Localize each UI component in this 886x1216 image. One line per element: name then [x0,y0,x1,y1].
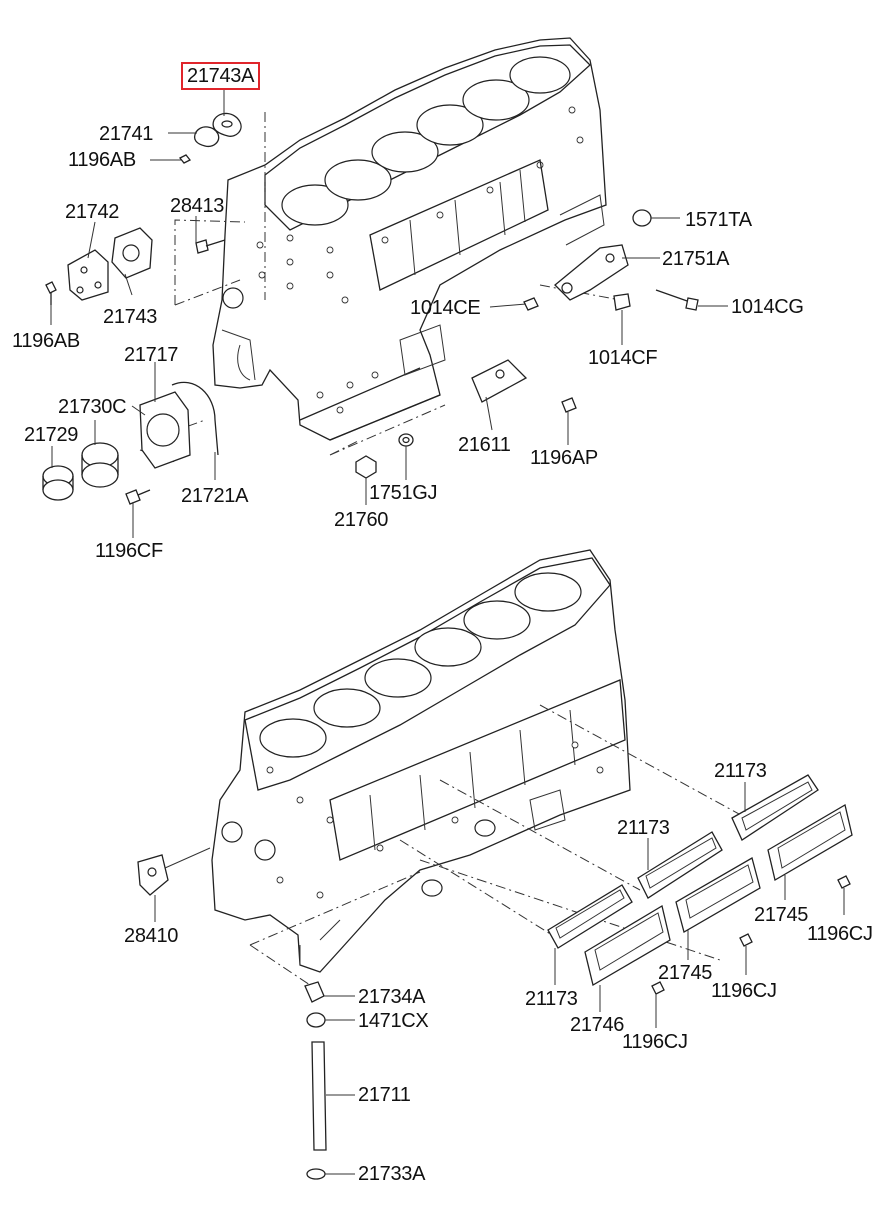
sleeve-21729 [42,465,74,501]
part-label-21743a-highlighted[interactable]: 21743A [181,62,261,90]
gasket-21743 [111,227,153,279]
cover-21746 [584,904,671,987]
part-label-21751a[interactable]: 21751A [662,248,730,270]
part-label-1014cf[interactable]: 1014CF [588,347,658,369]
bolt-1014cg [655,289,699,311]
gasket-21173-bottom [547,884,633,949]
part-label-28413[interactable]: 28413 [170,195,225,217]
part-label-21730c[interactable]: 21730C [58,396,127,418]
bracket-21751a [554,244,629,301]
tube-21711 [311,1041,327,1151]
part-label-1196ap[interactable]: 1196AP [530,447,598,469]
part-label-1196ab-top[interactable]: 1196AB [68,149,136,171]
bolt-1196ab-left [45,281,57,305]
part-label-21742[interactable]: 21742 [65,201,120,223]
gasket-21721a [171,381,219,456]
part-label-21743[interactable]: 21743 [103,306,158,328]
bolt-1196cf [125,489,151,505]
bolt-1014ce [523,297,539,311]
part-label-21741[interactable]: 21741 [99,123,154,145]
cover-21745-top [767,803,853,882]
part-label-21734a[interactable]: 21734A [358,986,426,1008]
seal-21730c [81,442,119,488]
part-label-1014cg[interactable]: 1014CG [731,296,804,318]
bolt-1014cf [613,293,631,311]
part-label-21711[interactable]: 21711 [358,1084,411,1106]
part-label-21729[interactable]: 21729 [24,424,79,446]
plate-21741 [193,126,220,148]
part-label-21173-middle[interactable]: 21173 [617,817,670,839]
cover-21745-middle [675,857,761,933]
part-label-21745-top[interactable]: 21745 [754,904,809,926]
part-label-21721a[interactable]: 21721A [181,485,249,507]
seal-housing-21717 [139,391,191,469]
part-label-21745-middle[interactable]: 21745 [658,962,713,984]
dipstick-guide-21734a [304,981,325,1003]
gasket-21743a [212,112,242,137]
lower-cylinder-block [211,549,631,973]
gasket-21173-top [731,774,819,841]
part-label-21746[interactable]: 21746 [570,1014,625,1036]
gasket-21173-middle [637,831,723,899]
washer-1751gj [398,433,414,447]
part-label-1471cx[interactable]: 1471CX [358,1010,429,1032]
callout-lines [50,90,845,1175]
bolt-1196ab-top [178,154,192,164]
bolt-1196cj-b [739,933,753,947]
part-label-21733a[interactable]: 21733A [358,1163,426,1185]
part-label-1196cf[interactable]: 1196CF [95,540,163,562]
part-label-21173-top[interactable]: 21173 [714,760,767,782]
part-label-21173-bottom[interactable]: 21173 [525,988,578,1010]
bolt-1196cj-c [651,981,665,995]
bolt-28413 [195,239,226,254]
bolt-1196cj-a [837,875,851,889]
oring-1471cx [306,1012,326,1028]
part-label-1014ce[interactable]: 1014CE [410,297,481,319]
part-label-21611[interactable]: 21611 [458,434,511,456]
bracket-28410 [137,847,211,896]
part-label-1196cj-c[interactable]: 1196CJ [622,1031,688,1053]
part-label-1571ta[interactable]: 1571TA [685,209,752,231]
part-label-21717[interactable]: 21717 [124,344,179,366]
plug-1571ta [632,209,652,227]
part-label-1751gj[interactable]: 1751GJ [369,482,438,504]
part-label-21760[interactable]: 21760 [334,509,389,531]
part-label-1196cj-b[interactable]: 1196CJ [711,980,777,1002]
plate-21611 [471,359,528,403]
cover-21742 [67,249,109,301]
bolt-1196ap [561,397,577,413]
part-label-1196ab-left[interactable]: 1196AB [12,330,80,352]
part-label-1196cj-a[interactable]: 1196CJ [807,923,873,945]
lower-leader-lines [249,704,751,986]
clip-21733a [306,1168,326,1180]
nut-21760 [355,455,377,479]
upper-cylinder-block [212,37,607,441]
part-label-28410[interactable]: 28410 [124,925,179,947]
